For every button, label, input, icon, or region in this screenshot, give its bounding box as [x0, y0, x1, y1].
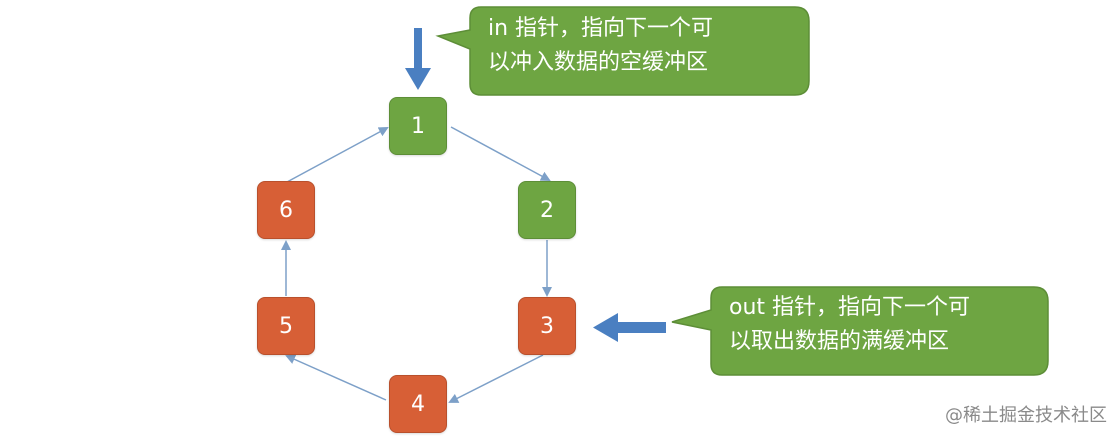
buffer-node-6: 6: [257, 181, 315, 239]
watermark: @稀土掘金技术社区: [945, 405, 1107, 426]
edge-3-4: [448, 354, 544, 403]
out-callout-bubble: [671, 286, 1049, 376]
edge-4-5: [285, 354, 387, 401]
node-label: 5: [279, 313, 293, 339]
edge-6-1: [286, 127, 389, 183]
buffer-node-3: 3: [518, 297, 576, 355]
in-callout-line-1: in 指针，指向下一个可: [488, 16, 714, 41]
in-callout-bubble: [435, 6, 810, 96]
buffer-node-5: 5: [257, 297, 315, 355]
out-callout-line-2: 以取出数据的满缓冲区: [729, 329, 950, 354]
edge-1-2: [450, 126, 551, 181]
out-pointer-arrow: [593, 313, 666, 342]
buffer-node-2: 2: [518, 181, 576, 239]
node-label: 2: [540, 197, 554, 223]
node-label: 1: [411, 113, 425, 139]
node-label: 3: [540, 313, 554, 339]
out-pointer-callout: out 指针，指向下一个可 以取出数据的满缓冲区: [711, 287, 1047, 375]
buffer-node-4: 4: [389, 375, 447, 433]
buffer-node-1: 1: [389, 97, 447, 155]
node-label: 4: [411, 391, 425, 417]
node-label: 6: [279, 197, 293, 223]
in-pointer-arrow: [405, 28, 431, 90]
in-pointer-callout: in 指针，指向下一个可 以冲入数据的空缓冲区: [470, 8, 808, 96]
out-callout-line-1: out 指针，指向下一个可: [729, 295, 971, 320]
in-callout-line-2: 以冲入数据的空缓冲区: [488, 50, 709, 75]
